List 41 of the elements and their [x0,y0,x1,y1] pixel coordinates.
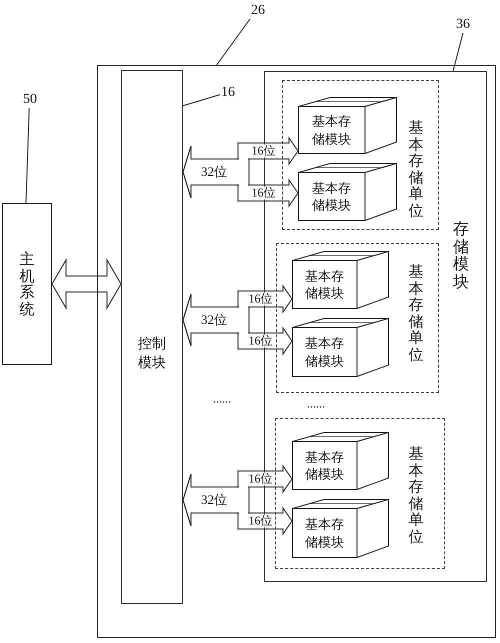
bus-width-label: 32位 [201,312,227,328]
bus-width-label: 16位 [250,186,276,200]
bus-width-label: 16位 [248,472,274,486]
bus-width-label: 16位 [248,334,274,348]
storage-unit-group [275,418,445,569]
bus-width-label: 32位 [201,164,227,180]
block-label: 基本存储模块 [305,515,344,551]
leader-line [452,32,464,72]
outer-frame [97,65,496,638]
bus-arrow [182,294,293,356]
storage-unit-group [276,243,439,393]
callout-number: 16 [220,85,236,101]
bus-arrow [51,258,122,310]
bus-width-label: 32位 [201,492,227,508]
leader-line [216,18,250,66]
bus-arrow [182,474,293,536]
block-label: 基本存储模块 [312,178,351,214]
host-system-box [2,203,52,365]
block-label: 基本存储模块 [305,448,344,484]
bus-width-label: 16位 [248,292,274,306]
block-label: 基本存储模块 [305,334,344,370]
callout-number: 36 [455,17,471,33]
storage-unit-group [282,80,439,230]
callout-number: 26 [250,3,266,19]
control-module-box [121,70,183,604]
vertical-label: 基本存储单位 [408,446,424,546]
leader-line [182,94,220,106]
vertical-label: 存储模块 [453,220,469,292]
vertical-label: 基本存储单位 [408,264,424,364]
block-label: 基本存储模块 [312,112,351,148]
vertical-label: 主机系统 [20,252,34,318]
module-label: 控制模块 [138,336,166,373]
callout-number: 50 [22,92,38,108]
ellipsis-dots: ...... [307,397,325,411]
bus-width-label: 16位 [248,514,274,528]
leader-line [26,108,30,204]
bus-arrow [182,146,299,208]
vertical-label: 基本存储单位 [408,120,424,220]
block-label: 基本存储模块 [305,266,344,302]
bus-width-label: 16位 [250,144,276,158]
ellipsis-dots: ...... [213,392,231,406]
